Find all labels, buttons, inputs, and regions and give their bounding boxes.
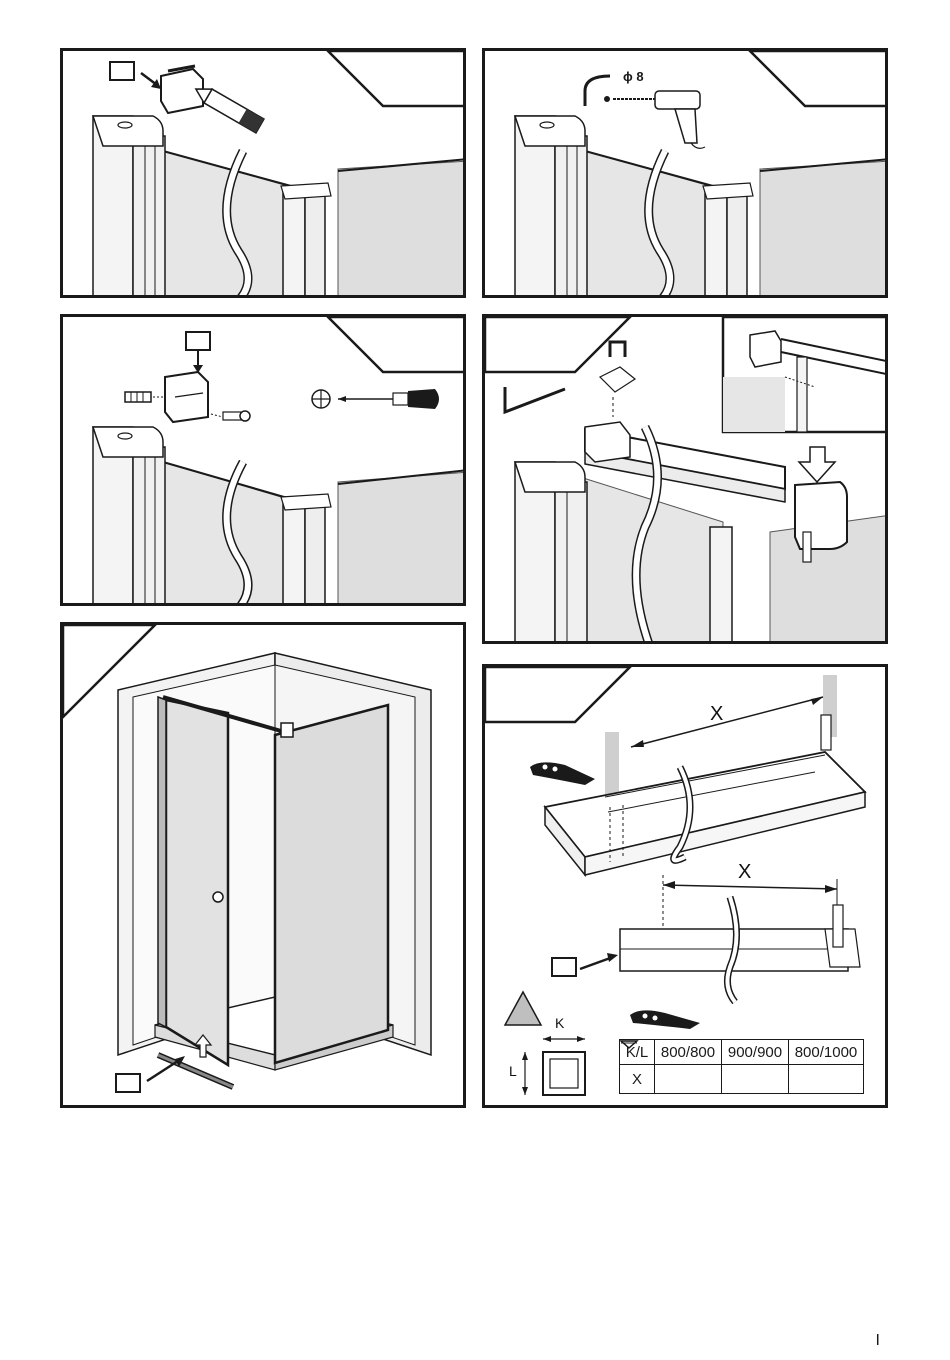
drill-size-label: ϕ 8 — [623, 69, 644, 84]
table-row-label: X — [620, 1065, 655, 1094]
screwdriver-icon — [338, 389, 439, 409]
part-label-box — [551, 957, 577, 977]
dimension-x-top: X — [710, 703, 723, 726]
step-illustration-drilling — [485, 51, 888, 298]
wall-plug-icon — [125, 392, 151, 402]
step-panel-bracket-mount — [60, 314, 466, 606]
drill-icon — [604, 91, 705, 148]
allen-key-icon — [505, 387, 565, 412]
step-illustration-rail-install — [485, 317, 888, 644]
cut-length-symbol-icon — [619, 1039, 639, 1051]
step-illustration-finished-enclosure — [63, 625, 466, 1108]
table-cell-symbol — [789, 1065, 864, 1094]
step-panel-cut-rail: X X K L K/L 800/800 900/900 800/1000 X — [482, 664, 888, 1108]
part-label-box — [115, 1073, 141, 1093]
screw-icon — [211, 411, 250, 421]
table-header-cell: 900/900 — [722, 1040, 789, 1065]
step-panel-rail-install — [482, 314, 888, 644]
page-marker: I — [876, 1332, 880, 1350]
step-illustration-bracket-mount — [63, 317, 466, 606]
part-label-box — [185, 331, 211, 351]
table-cell-symbol — [722, 1065, 789, 1094]
step-panel-finished-enclosure — [60, 622, 466, 1108]
step-panel-drill-marking — [60, 48, 466, 298]
dimension-x-bottom: X — [738, 861, 751, 884]
utility-knife-icon — [530, 762, 595, 785]
warning-triangle-icon — [505, 992, 541, 1025]
part-label-box — [109, 61, 135, 81]
profile-l-label: L — [509, 1063, 517, 1079]
step-panel-drilling: ϕ 8 — [482, 48, 888, 298]
profile-k-label: K — [555, 1015, 564, 1031]
step-illustration-marking — [63, 51, 466, 298]
door-knob-icon — [213, 892, 223, 902]
table-header-cell: 800/1000 — [789, 1040, 864, 1065]
table-header-cell: 800/800 — [655, 1040, 722, 1065]
table-cell-symbol — [655, 1065, 722, 1094]
cut-length-table: K/L 800/800 900/900 800/1000 X — [619, 1039, 864, 1094]
